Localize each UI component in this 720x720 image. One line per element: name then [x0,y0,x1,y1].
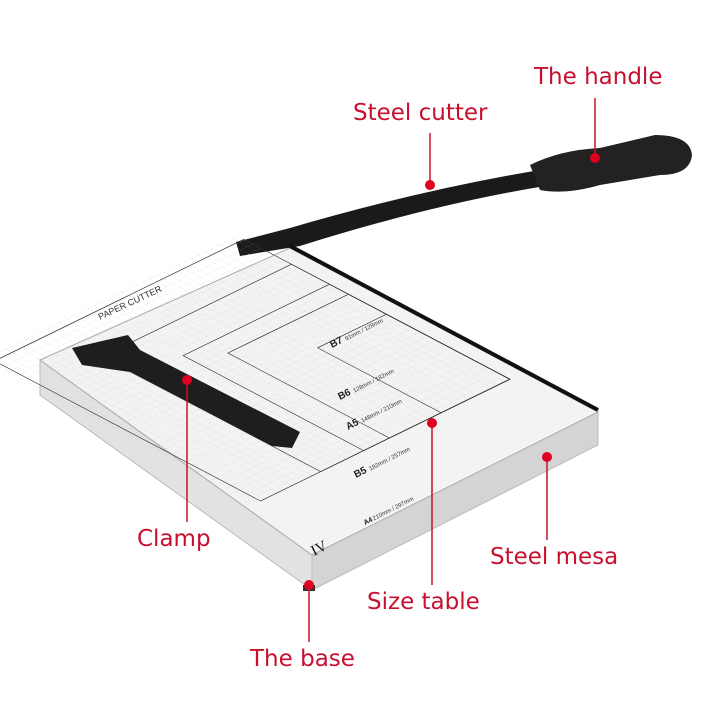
model-mark: IV [309,538,331,560]
clamp-dot [182,375,192,385]
annotation-lines [186,98,596,642]
label-steel-mesa: Steel mesa [490,544,619,570]
mesa-dot [542,452,552,462]
annotation-dots [182,153,600,590]
steel-cutter [236,170,545,256]
label-clamp: Clamp [137,526,211,552]
size-label-b6: B6 [336,387,353,403]
label-steel-cutter: Steel cutter [353,100,488,126]
size-label-a4: A4 [363,516,374,526]
cutting-edge-rail [289,244,599,412]
label-the-handle: The handle [534,64,663,90]
handle [530,135,692,192]
size-label-b5: B5 [352,465,369,481]
size-label-a5: A5 [344,417,361,433]
handle-dot [590,153,600,163]
cutter-dot [425,180,435,190]
label-the-base: The base [250,646,355,672]
size-table-dot [427,418,437,428]
label-size-table: Size table [367,589,480,615]
base-dot [304,580,314,590]
size-table [0,234,511,506]
clamp [72,335,300,448]
size-label-b7: B7 [328,335,345,351]
